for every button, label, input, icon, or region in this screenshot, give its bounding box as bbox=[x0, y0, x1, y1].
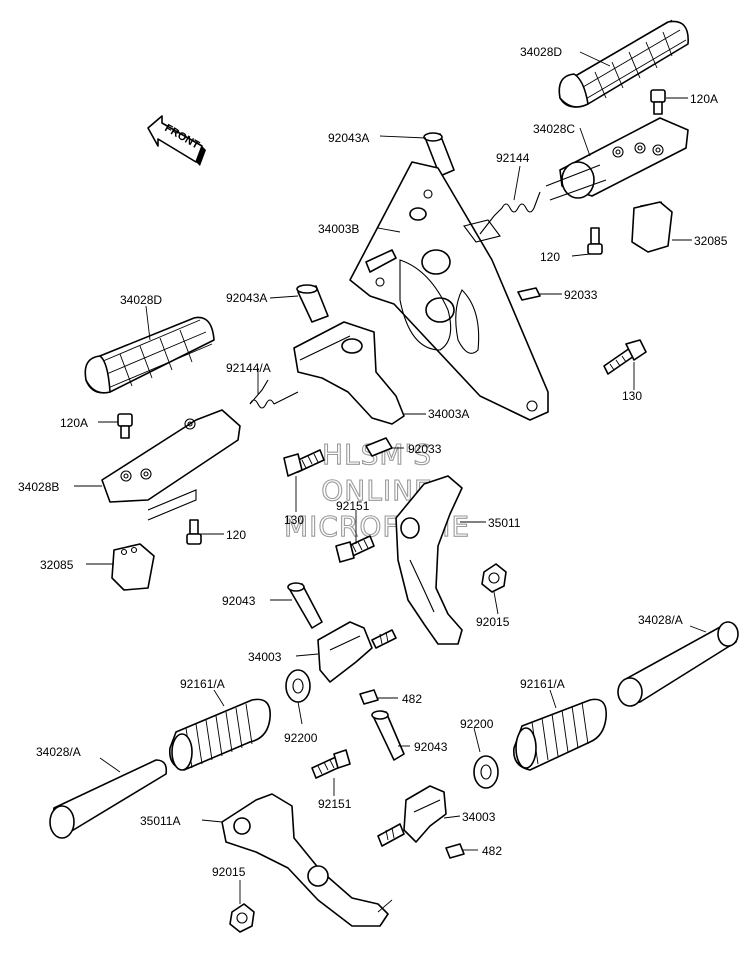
washer-92200-right bbox=[473, 755, 499, 789]
bolt-92151-bot bbox=[311, 749, 351, 779]
label-92144: 92144 bbox=[496, 151, 530, 165]
spring-92144-top bbox=[479, 191, 541, 235]
label-92151-bot: 92151 bbox=[318, 797, 352, 811]
label-34028b: 34028B bbox=[18, 480, 59, 494]
label-92015-bot: 92015 bbox=[212, 865, 246, 879]
front-arrow-icon: FRONT bbox=[147, 115, 206, 166]
bolt-92151-top bbox=[335, 535, 375, 563]
pin-92043a-mid bbox=[296, 284, 329, 323]
lever-35011 bbox=[395, 475, 463, 645]
bolt-120a-top bbox=[650, 89, 666, 115]
label-32085-left: 32085 bbox=[40, 558, 74, 572]
label-34028a-left: 34028/A bbox=[36, 745, 81, 759]
label-92043-left: 92043 bbox=[222, 594, 256, 608]
rubber-pad-top bbox=[631, 201, 673, 253]
footpeg-bracket-left bbox=[101, 409, 241, 521]
grip-92161a-right bbox=[513, 698, 607, 771]
washer-92015-right bbox=[481, 563, 507, 593]
label-34003a: 34003A bbox=[428, 407, 469, 421]
spring-92144a bbox=[249, 379, 299, 409]
label-120-top: 120 bbox=[540, 250, 560, 264]
washer-92200-left bbox=[285, 669, 311, 703]
label-120-left: 120 bbox=[226, 528, 246, 542]
label-92043a-top: 92043A bbox=[328, 131, 369, 145]
main-bracket-34003b bbox=[349, 161, 549, 421]
label-34028a-right: 34028/A bbox=[638, 613, 683, 627]
bracket-34003a bbox=[293, 321, 405, 425]
label-92015-right: 92015 bbox=[476, 615, 510, 629]
clevis-34003-bot bbox=[377, 785, 447, 847]
washer-92015-bot bbox=[229, 903, 255, 933]
label-92043a-mid: 92043A bbox=[226, 291, 267, 305]
bolt-130-right bbox=[603, 339, 647, 375]
label-92200-left: 92200 bbox=[284, 731, 318, 745]
label-130-right: 130 bbox=[622, 389, 642, 403]
rubber-pad-left bbox=[111, 543, 155, 591]
label-35011a: 35011A bbox=[140, 814, 180, 828]
label-92043-bot: 92043 bbox=[414, 740, 448, 754]
label-92161a-right: 92161/A bbox=[520, 677, 565, 691]
pin-92043-bot bbox=[371, 710, 405, 761]
clip-482-bot bbox=[445, 843, 465, 859]
label-120a-top: 120A bbox=[690, 92, 718, 106]
label-482-mid: 482 bbox=[402, 692, 422, 706]
bolt-120a-left bbox=[117, 413, 133, 439]
label-34003b: 34003B bbox=[318, 222, 359, 236]
bolt-120-top bbox=[587, 227, 603, 255]
clip-482-mid bbox=[359, 689, 379, 705]
label-32085-top: 32085 bbox=[694, 234, 728, 248]
label-92033-top: 92033 bbox=[564, 288, 598, 302]
clip-92033-top bbox=[517, 287, 541, 301]
label-34028d-top: 34028D bbox=[520, 45, 562, 59]
pin-92043a-top bbox=[423, 132, 455, 177]
label-130-mid: 130 bbox=[284, 513, 304, 527]
label-92033-mid: 92033 bbox=[408, 442, 442, 456]
footpeg-rubber-left bbox=[84, 316, 215, 394]
bolt-130-mid bbox=[283, 449, 325, 477]
clevis-34003-mid bbox=[317, 621, 397, 683]
label-92144a: 92144/A bbox=[226, 361, 271, 375]
bolt-120-left bbox=[186, 519, 202, 545]
label-92151-top: 92151 bbox=[336, 499, 370, 513]
tube-34028a-left bbox=[49, 759, 168, 839]
grip-92161a-left bbox=[168, 698, 271, 771]
label-92200-right: 92200 bbox=[460, 717, 494, 731]
tube-34028a-right bbox=[617, 621, 739, 707]
label-482-bot: 482 bbox=[482, 844, 502, 858]
label-34028c: 34028C bbox=[533, 122, 575, 136]
label-34028d-left: 34028D bbox=[120, 293, 162, 307]
part-labels: 34028D 120A 92043A 34028C 92144 34003B 3… bbox=[18, 45, 728, 879]
label-120a-left: 120A bbox=[60, 416, 88, 430]
footpeg-rubber-top bbox=[558, 19, 689, 108]
footpeg-bracket-top bbox=[545, 117, 689, 201]
lever-35011a bbox=[221, 793, 389, 927]
label-34003-mid: 34003 bbox=[248, 650, 282, 664]
leader-lines bbox=[74, 51, 707, 913]
pin-92043-left bbox=[287, 582, 323, 629]
label-92161a-left: 92161/A bbox=[180, 677, 225, 691]
label-35011: 35011 bbox=[488, 516, 521, 530]
label-34003-bot: 34003 bbox=[462, 810, 496, 824]
